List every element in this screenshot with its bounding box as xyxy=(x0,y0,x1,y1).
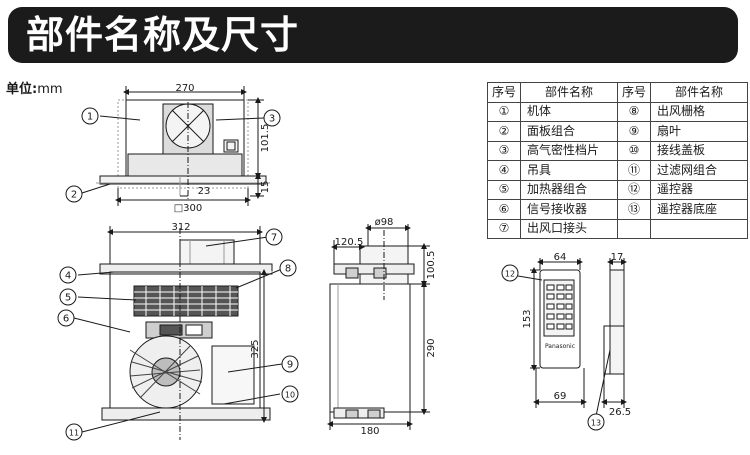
part-name: 高气密性档片 xyxy=(520,140,618,161)
part-name: 信号接收器 xyxy=(520,199,618,220)
callout-3: 3 xyxy=(269,114,275,125)
front-view-drawing xyxy=(73,226,283,440)
part-no: ① xyxy=(487,101,521,122)
page-title: 部件名称及尺寸 xyxy=(26,13,300,57)
table-row: ③ 高气密性档片 ⑩ 接线盖板 xyxy=(487,140,748,161)
part-no: ⑫ xyxy=(617,179,651,200)
top-view-drawing xyxy=(81,86,270,206)
header-name-2: 部件名称 xyxy=(650,82,748,103)
part-no: ⑩ xyxy=(617,140,651,161)
part-no: ④ xyxy=(487,160,521,181)
callout-4: 4 xyxy=(65,271,71,282)
callout-8: 8 xyxy=(285,264,291,275)
unit-prefix: 单位: xyxy=(6,82,38,97)
dim-remote-width: 64 xyxy=(554,252,567,263)
part-name: 接线盖板 xyxy=(650,140,748,161)
part-name: 遥控器 xyxy=(650,179,748,200)
dim-side-width: 180 xyxy=(360,426,379,437)
remote-drawing xyxy=(517,258,627,417)
unit-label: 单位:mm xyxy=(6,78,63,97)
callout-11: 11 xyxy=(69,429,79,438)
dim-top-flange: 15 xyxy=(260,181,271,194)
callout-1: 1 xyxy=(87,112,93,123)
table-row: ② 面板组合 ⑨ 扇叶 xyxy=(487,121,748,142)
header-no-1: 序号 xyxy=(487,82,521,103)
callout-7: 7 xyxy=(271,233,277,244)
header-name-1: 部件名称 xyxy=(520,82,618,103)
dim-top-height: 101.5 xyxy=(260,124,271,153)
callout-12: 12 xyxy=(505,270,515,279)
dim-duct-diameter: ø98 xyxy=(375,217,394,228)
title-banner: 部件名称及尺寸 xyxy=(8,7,738,63)
header-no-2: 序号 xyxy=(617,82,651,103)
parts-table: 序号 部件名称 序号 部件名称 ① 机体 ⑧ 出风栅格 ② 面板组合 ⑨ 扇叶 … xyxy=(487,82,748,239)
dim-side-duct-height: 100.5 xyxy=(426,251,437,280)
dim-remote-height: 153 xyxy=(522,309,533,328)
part-no: ⑤ xyxy=(487,179,521,200)
dim-base-depth: 26.5 xyxy=(609,407,631,418)
part-name: 机体 xyxy=(520,101,618,122)
dim-remote-bottom: 69 xyxy=(554,391,567,402)
part-no xyxy=(617,218,651,239)
part-name: 扇叶 xyxy=(650,121,748,142)
dim-side-height: 290 xyxy=(426,338,437,357)
part-name: 吊具 xyxy=(520,160,618,181)
part-no: ② xyxy=(487,121,521,142)
dim-side-offset: 120.5 xyxy=(335,237,364,248)
part-no: ⑥ xyxy=(487,199,521,220)
part-name: 遥控器底座 xyxy=(650,199,748,220)
callout-6: 6 xyxy=(63,314,69,325)
table-row: ⑥ 信号接收器 ⑬ 遥控器底座 xyxy=(487,199,748,220)
part-no: ③ xyxy=(487,140,521,161)
callout-13: 13 xyxy=(591,419,601,428)
callout-10: 10 xyxy=(285,391,295,400)
part-no: ⑧ xyxy=(617,101,651,122)
part-name: 面板组合 xyxy=(520,121,618,142)
dim-top-width: 270 xyxy=(175,83,194,94)
unit-value: mm xyxy=(37,82,63,97)
callout-markers xyxy=(57,107,605,441)
table-row: ④ 吊具 ⑪ 过滤网组合 xyxy=(487,160,748,181)
dim-top-offset: 23 xyxy=(198,186,211,197)
part-name: 出风栅格 xyxy=(650,101,748,122)
part-name xyxy=(650,218,748,239)
table-row: ⑤ 加热器组合 ⑫ 遥控器 xyxy=(487,179,748,200)
part-name: 过滤网组合 xyxy=(650,160,748,181)
dim-front-height: 325 xyxy=(250,339,261,358)
part-no: ⑪ xyxy=(617,160,651,181)
side-view-drawing xyxy=(327,224,430,430)
remote-brand: Panasonic xyxy=(545,343,575,350)
dim-base-width: 17 xyxy=(611,252,624,263)
part-name: 加热器组合 xyxy=(520,179,618,200)
part-no: ⑬ xyxy=(617,199,651,220)
table-row: ① 机体 ⑧ 出风栅格 xyxy=(487,101,748,122)
dim-front-width: 312 xyxy=(171,222,190,233)
parts-table-header: 序号 部件名称 序号 部件名称 xyxy=(487,82,748,103)
dim-top-panel: □300 xyxy=(174,203,203,214)
callout-9: 9 xyxy=(287,360,293,371)
part-name: 出风口接头 xyxy=(520,218,618,239)
table-row: ⑦ 出风口接头 xyxy=(487,218,748,239)
callout-2: 2 xyxy=(71,190,77,201)
part-no: ⑨ xyxy=(617,121,651,142)
part-no: ⑦ xyxy=(487,218,521,239)
callout-5: 5 xyxy=(65,293,71,304)
